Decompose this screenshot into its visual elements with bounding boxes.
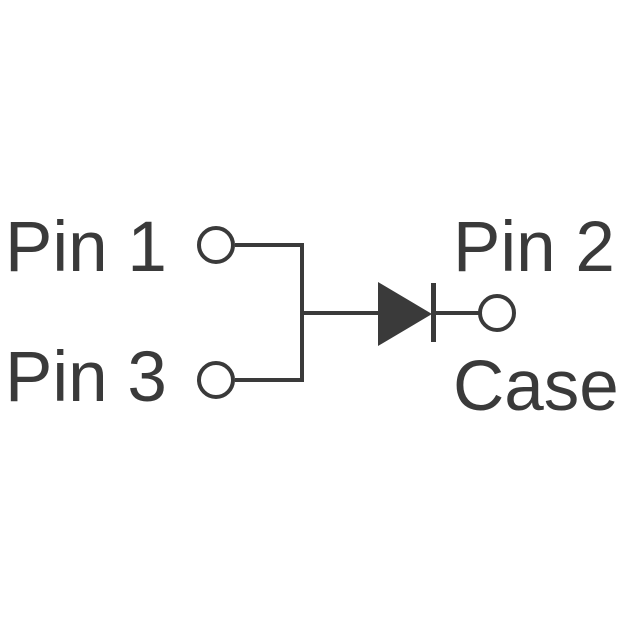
pin-2-label: Pin 2 — [453, 208, 615, 287]
diode-cathode-bar — [431, 283, 436, 342]
diode-triangle — [378, 282, 432, 346]
pin-3-terminal — [197, 361, 235, 399]
pin-3-label: Pin 3 — [5, 338, 167, 417]
case-label: Case — [453, 347, 619, 426]
pin-1-label: Pin 1 — [5, 208, 167, 287]
pin-2-terminal — [478, 294, 516, 332]
pin-1-terminal — [197, 226, 235, 264]
